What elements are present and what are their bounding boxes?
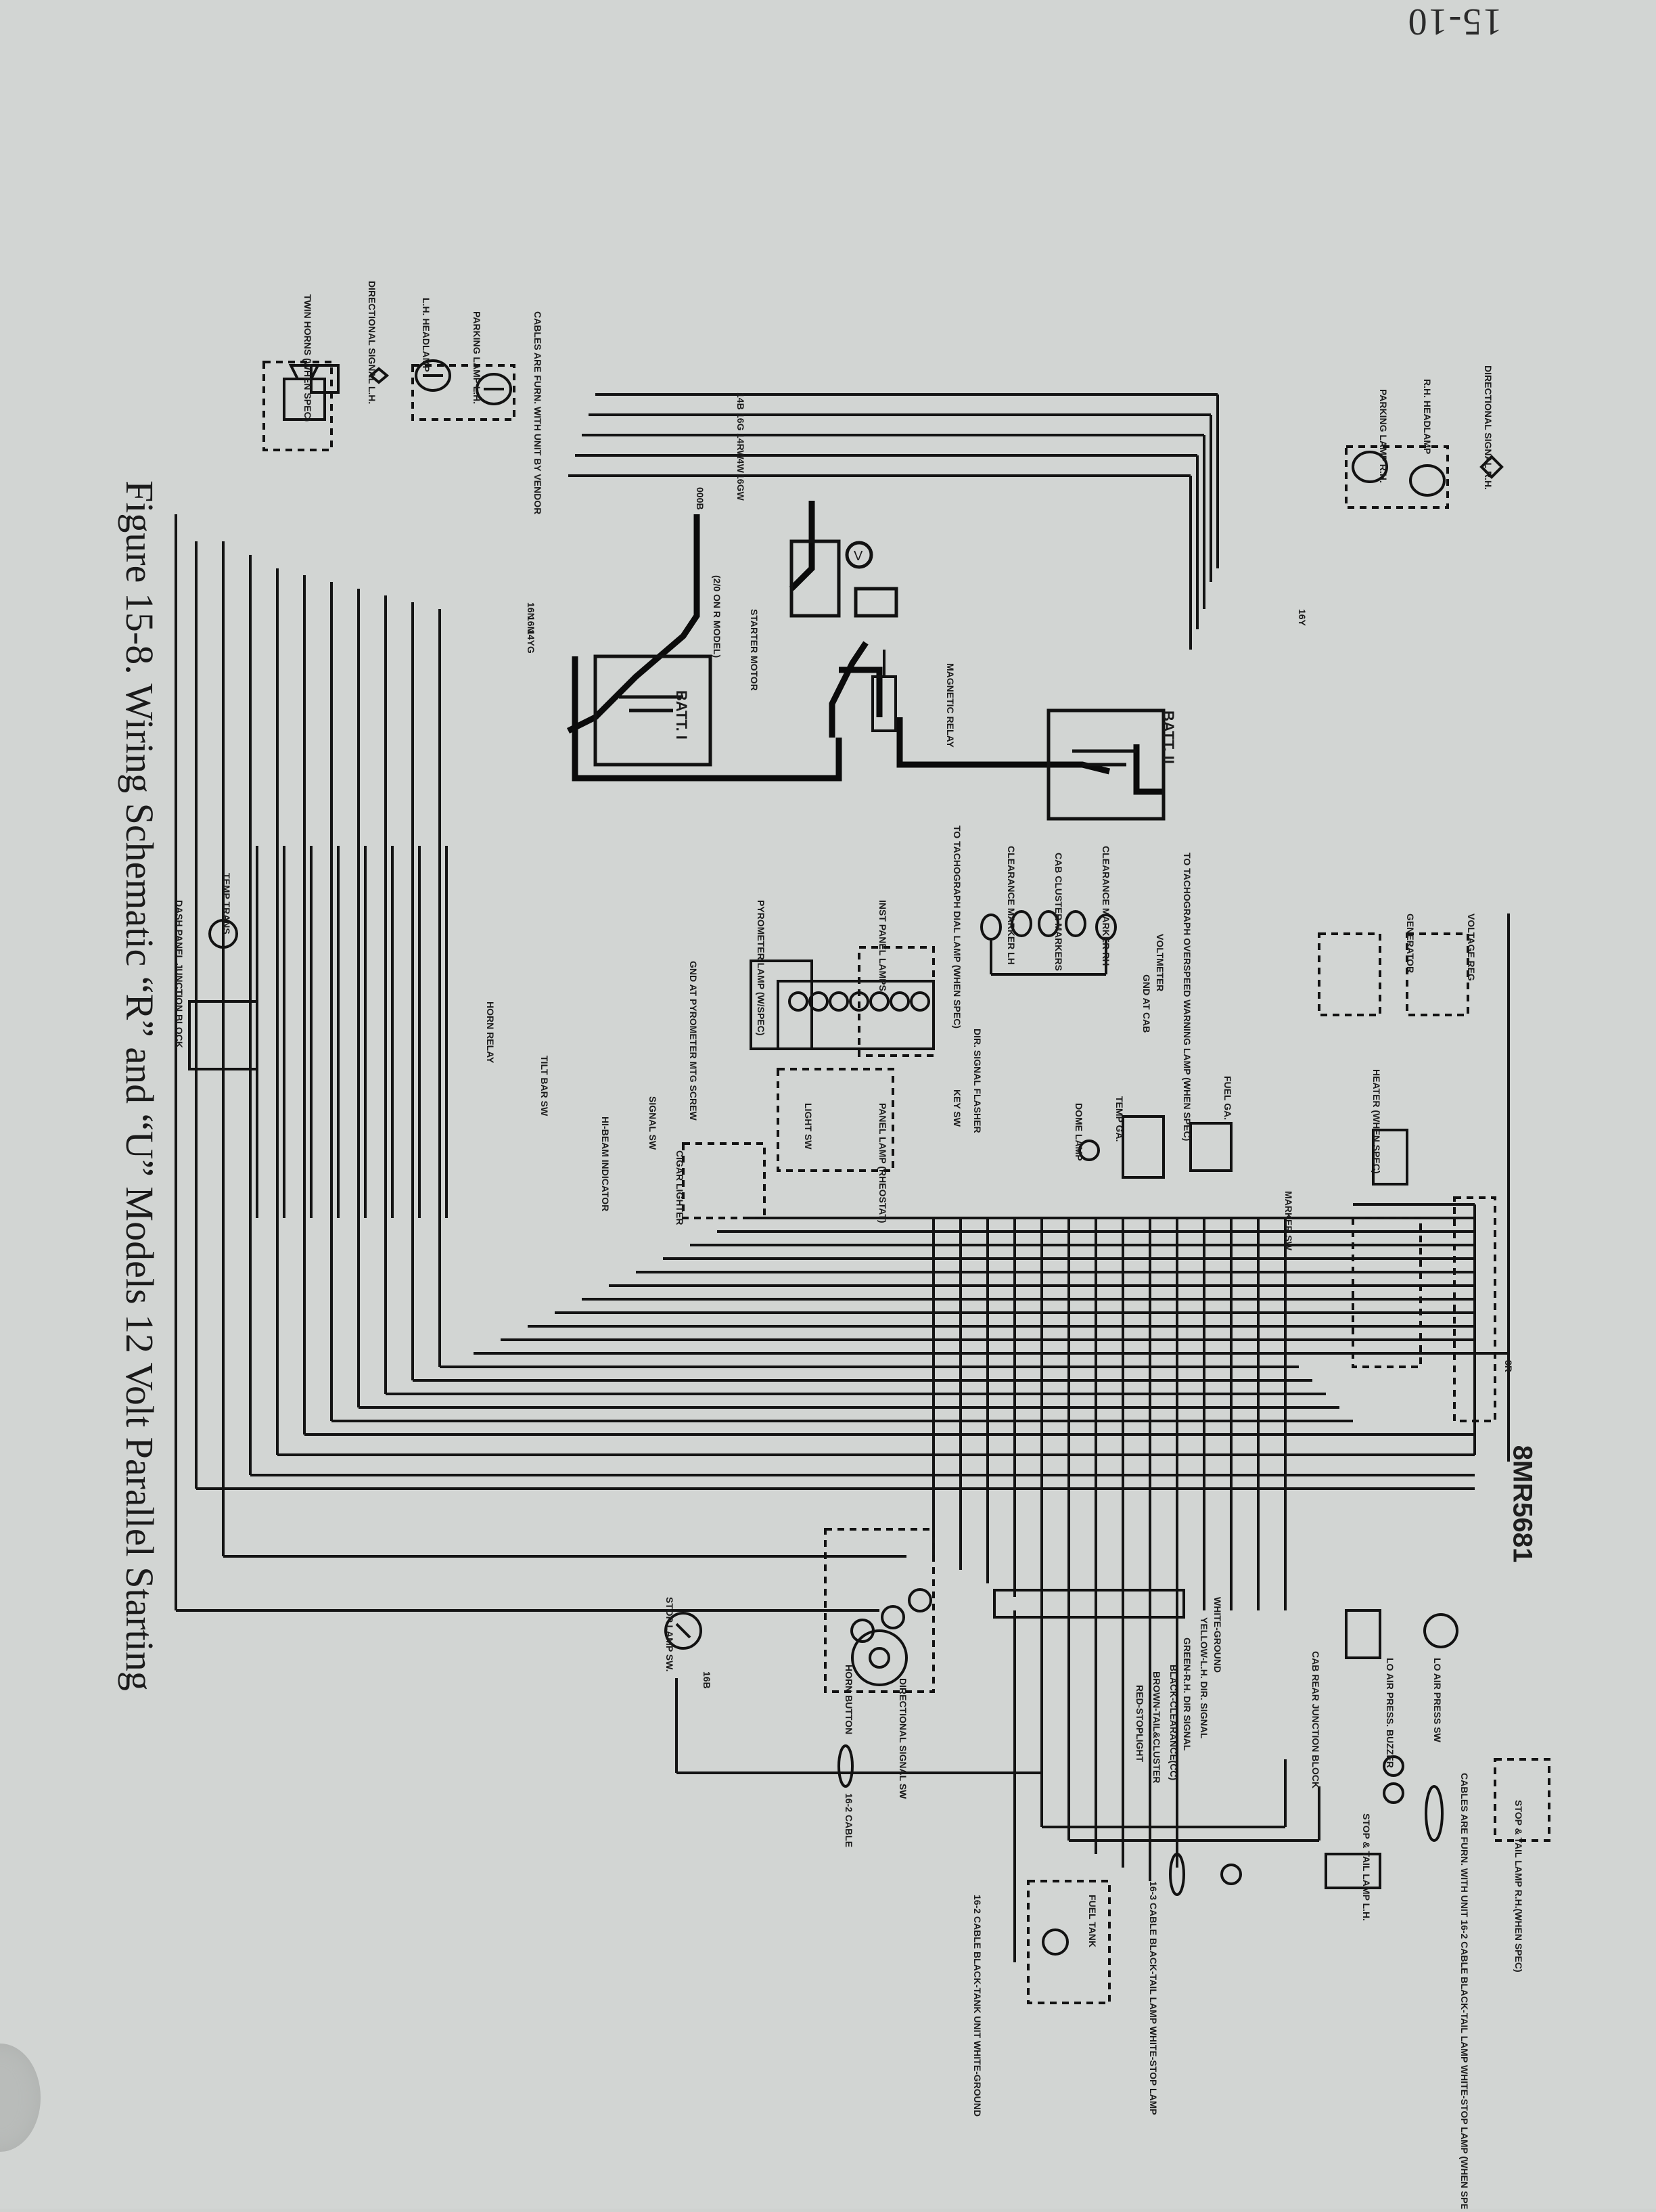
stop-lamp-switch [664, 1612, 702, 1650]
twin-horns-symbol [283, 364, 326, 421]
label-stop-tail-rh: STOP & TAIL LAMP R.H.(WHEN SPEC) [1513, 1800, 1524, 1972]
wire-label-16Y: 16Y [1297, 609, 1308, 627]
label-model-note: (2/0 ON R MODEL) [712, 575, 722, 658]
magnetic-relay [871, 650, 897, 732]
label-fuel-tank: FUEL TANK [1087, 1895, 1098, 1947]
label-temp-ga: TEMP GA. [1114, 1096, 1125, 1142]
label-cab-cluster: CAB CLUSTER MARKERS [1053, 853, 1064, 971]
label-magnetic-relay: MAGNETIC RELAY [945, 663, 956, 748]
label-horn-relay: HORN RELAY [485, 1001, 496, 1064]
label-wire-red-stop: RED-STOPLIGHT [1134, 1685, 1145, 1763]
label-batt-i: BATT. I [673, 690, 690, 740]
instrument-panel-lamps [777, 980, 935, 1050]
label-stop-tail-lh: STOP & TAIL LAMP L.H. [1361, 1813, 1372, 1921]
label-voltmeter: VOLTMETER [1155, 934, 1166, 991]
generator [1318, 932, 1469, 1016]
label-headlamp-rh: R.H. HEADLAMP [1422, 379, 1433, 454]
label-batt-ii: BATT. II [1160, 710, 1177, 764]
temp-trans-gauge [208, 919, 238, 949]
label-stop-lamp-sw: STOP LAMP SW. [664, 1597, 675, 1671]
label-wire-white-ground: WHITE-GROUND [1212, 1597, 1223, 1673]
gauges [1078, 1115, 1408, 1186]
label-panel-lamp: PANEL LAMP (RHEOSTAT) [877, 1103, 888, 1223]
label-hi-beam: HI-BEAM INDICATOR [600, 1116, 611, 1211]
label-wire-green-rh: GREEN-R.H. DIR SIGNAL [1182, 1638, 1193, 1751]
label-parking-lamp-rh: PARKING LAMP R.H. [1378, 389, 1389, 483]
label-lo-air-press-sw: LO AIR PRESS SW [1432, 1658, 1443, 1743]
page-number: 15-10 [1406, 1, 1502, 43]
label-cab-rear-block: CAB REAR JUNCTION BLOCK [1310, 1651, 1321, 1788]
label-starter-motor: STARTER MOTOR [749, 609, 760, 691]
wire-label-000B: 000B [695, 487, 706, 510]
wire-label-14B: 14B [735, 392, 746, 410]
label-cable-16-2-note: 16-2 CABLE BLACK-TANK UNIT WHITE-GROUND [972, 1895, 983, 2117]
label-inst-panel-lamps: INST PANEL LAMPS [877, 900, 888, 991]
label-cable-16-2: 16-2 CABLE [844, 1793, 854, 1847]
label-tilt-bar: TILT BAR SW [539, 1056, 550, 1116]
label-dir-signal-flasher: DIR. SIGNAL FLASHER [972, 1029, 983, 1133]
horn-button [850, 1588, 932, 1686]
svg-text:V: V [854, 549, 863, 564]
fuel-tank [1027, 1880, 1111, 2004]
label-tacho-warning: TO TACHOGRAPH OVERSPEED WARNING LAMP (WH… [1182, 853, 1193, 1141]
label-heater: HEATER (WHEN SPEC) [1371, 1069, 1382, 1174]
left-lamps [262, 359, 515, 451]
label-temp-trans: TEMP TRANS. [221, 873, 232, 937]
wire-label-16B: 16B [702, 1671, 712, 1689]
label-wire-black-clearance: BLACK-CLEARANCE(CC) [1168, 1665, 1179, 1780]
label-fuel-ga: FUEL GA. [1222, 1076, 1233, 1120]
lo-air-press [1345, 1609, 1458, 1659]
label-clearance-lh: CLEARANCE MARKER LH [1006, 846, 1017, 965]
label-parking-lamp-lh: PARKING LAMP L.H. [472, 311, 482, 404]
label-lo-air-buzzer: LO AIR PRESS. BUZZER [1385, 1658, 1396, 1768]
wire-label-14YG: 14YG [526, 629, 536, 654]
label-wire-brown-tail: BROWN-TAIL&CLUSTER [1151, 1671, 1162, 1783]
label-gnd-pyrometer: GND AT PYROMETER MTG SCREW [688, 961, 699, 1121]
battery-i [593, 654, 712, 767]
label-light-sw: LIGHT SW [803, 1103, 814, 1150]
label-voltage-reg: VOLTAGE REG [1466, 913, 1477, 981]
battery-ii [1046, 708, 1166, 821]
label-wire-yellow-lh: YELLOW-L.H. DIR. SIGNAL [1199, 1617, 1210, 1739]
figure-caption: Figure 15-8. Wiring Schematic “R” and “U… [118, 480, 162, 1691]
label-directional-signal-rh: DIRECTIONAL SIGNAL R.H. [1483, 365, 1494, 490]
label-headlamp-lh: L.H. HEADLAMP [421, 298, 432, 372]
junction-blocks [188, 946, 1496, 1693]
label-directional-signal-lh: DIRECTIONAL SIGNAL L.H. [367, 281, 377, 404]
wire-label-16G: 16G [735, 413, 746, 431]
wire-label-8R: 8R [1503, 1360, 1514, 1372]
label-signal-sw: SIGNAL SW [647, 1096, 658, 1150]
label-pyrometer-lamp: PYROMETER LAMP (W/SPEC) [756, 900, 766, 1035]
label-cable-16-3-note: 16-3 CABLE BLACK-TAIL LAMP WHITE-STOP LA… [1148, 1881, 1159, 2115]
starter-motor: V [789, 539, 898, 618]
marker-lamps [980, 910, 1117, 976]
label-dash-panel: DASH PANEL JUNCTION BLOCK [174, 900, 185, 1048]
label-trailer-cable-note: CABLES ARE FURN. WITH UNIT 16-2 CABLE BL… [1459, 1773, 1470, 2209]
label-directional-signal-sw: DIRECTIONAL SIGNAL SW [898, 1678, 908, 1799]
label-horn-button: HORN BUTTON [844, 1665, 854, 1734]
wire-label-16M: 16M [526, 616, 536, 634]
right-lamps [1345, 445, 1504, 509]
wire-label-14W: 14W [735, 453, 746, 474]
label-dome-lamp: DOME LAMP [1074, 1103, 1084, 1161]
drawing-number: 8MR5681 [1507, 1445, 1538, 1563]
label-gnd-cab: GND AT CAB [1141, 974, 1152, 1033]
label-cigar-lighter: CIGAR LIGHTER [674, 1150, 685, 1225]
label-clearance-rh: CLEARANCE MARKER RH [1101, 846, 1111, 966]
label-generator: GENERATOR [1405, 913, 1416, 973]
label-twin-horns: TWIN HORNS (WHEN SPEC) [302, 294, 313, 422]
tail-lamps [837, 1744, 1550, 1896]
wire-label-16N: 16N [526, 602, 536, 620]
label-marker-sw: MARKER SW [1283, 1191, 1294, 1251]
wire-label-16GW: 16GW [735, 474, 746, 501]
label-cables-vendor: CABLES ARE FURN. WITH UNIT BY VENDOR [532, 311, 543, 514]
label-tacho-dial: TO TACHOGRAPH DIAL LAMP (WHEN SPEC) [952, 826, 963, 1029]
wire-label-14RW: 14RW [735, 433, 746, 459]
label-key-sw: KEY SW [952, 1089, 963, 1127]
